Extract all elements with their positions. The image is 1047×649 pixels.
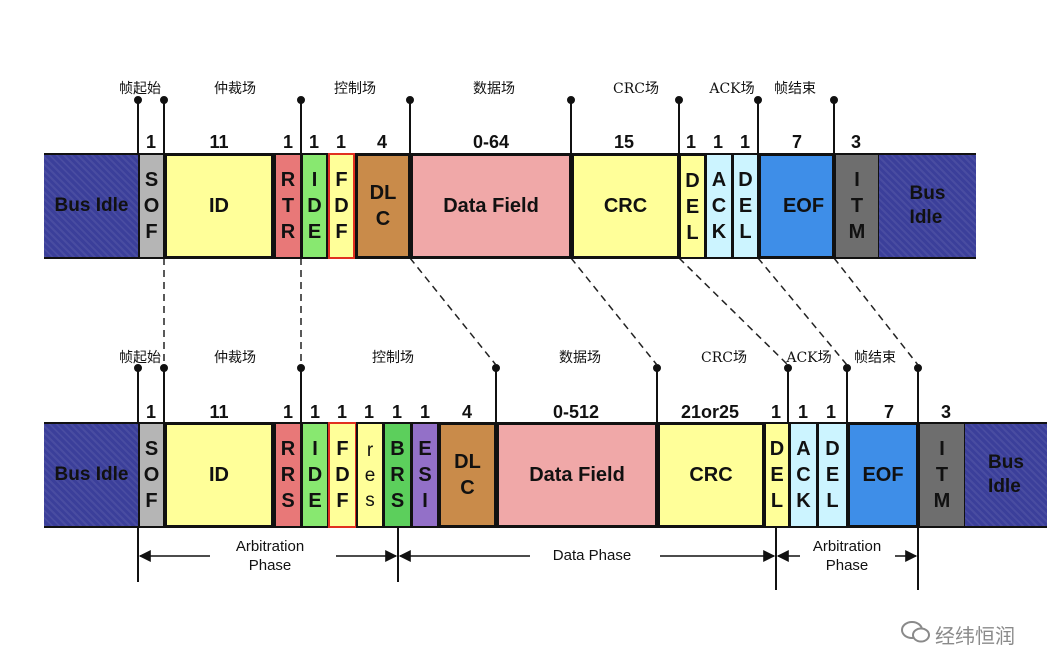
field-itm: I T M [834, 153, 880, 259]
fd-field-id: ID [164, 422, 274, 528]
bits-ack: 1 [712, 132, 724, 152]
mapping-dashed-lines [163, 257, 919, 366]
field-crc: CRC [571, 153, 680, 259]
fd-bits-id: 11 [209, 402, 229, 422]
fd-bits-crc: 21or25 [680, 402, 740, 422]
fd-bits-res: 1 [363, 402, 375, 422]
fd-bits-brs: 1 [391, 402, 403, 422]
label-data: 数据场 [473, 81, 515, 97]
bus-idle-right: Bus Idle [879, 155, 976, 257]
fd-bits-eof: 7 [883, 402, 895, 422]
label-crc: CRC场 [613, 81, 659, 97]
fd-field-data: Data Field [496, 422, 658, 528]
bits-sof: 1 [145, 132, 157, 152]
fd-label-eof: 帧结束 [854, 350, 896, 366]
fd-field-crc-delimiter: D E L [764, 422, 790, 528]
field-eof: EOF [758, 153, 835, 259]
fd-field-ack: A C K [789, 422, 818, 528]
fd-label-arbitration: 仲裁场 [214, 350, 256, 366]
fd-bits-crc-del: 1 [770, 402, 782, 422]
label-eof: 帧结束 [774, 81, 816, 97]
label-control: 控制场 [334, 81, 376, 97]
fd-label-ack: ACK场 [786, 350, 832, 366]
phase-arbitration-2: Arbitration Phase [812, 537, 882, 575]
field-crc-delimiter: D E L [679, 153, 706, 259]
bits-crc-del: 1 [685, 132, 697, 152]
fd-bits-esi: 1 [419, 402, 431, 422]
fd-field-sof: S O F [138, 422, 165, 528]
field-dlc: DL C [355, 153, 411, 259]
fd-bus-idle-left: Bus Idle [44, 424, 139, 526]
fd-bits-fdf: 1 [336, 402, 348, 422]
fd-bits-sof: 1 [145, 402, 157, 422]
fd-field-res: r e s [356, 422, 384, 528]
phase-arbitration-1: Arbitration Phase [235, 537, 305, 575]
fd-label-data: 数据场 [559, 350, 601, 366]
wechat-icon [901, 621, 930, 643]
label-sof: 帧起始 [119, 81, 161, 97]
fd-field-ide: I D E [301, 422, 329, 528]
bits-id: 11 [209, 132, 229, 152]
fd-bits-ide: 1 [309, 402, 321, 422]
fd-bits-itm: 3 [940, 402, 952, 422]
fd-field-ack-delimiter: D E L [817, 422, 848, 528]
fd-field-crc: CRC [657, 422, 765, 528]
fd-bus-idle-right: Bus Idle [965, 424, 1047, 526]
bits-fdf: 1 [335, 132, 347, 152]
fd-field-dlc: DL C [438, 422, 497, 528]
field-sof: S O F [138, 153, 165, 259]
fd-field-esi: E S I [411, 422, 439, 528]
field-data: Data Field [410, 153, 572, 259]
bits-dlc: 4 [376, 132, 388, 152]
bits-ack-del: 1 [739, 132, 751, 152]
phase-boundaries [137, 528, 919, 590]
label-arbitration: 仲裁场 [214, 81, 256, 97]
fd-field-rrs: R R S [274, 422, 302, 528]
field-id: ID [164, 153, 274, 259]
bottom-tick-lines [134, 364, 922, 425]
bits-data: 0-64 [472, 132, 510, 152]
fd-bits-ack-del: 1 [825, 402, 837, 422]
fd-field-fdf: F D F [328, 422, 357, 528]
field-ack: A C K [705, 153, 733, 259]
bits-crc: 15 [613, 132, 635, 152]
fd-label-sof: 帧起始 [119, 350, 161, 366]
fd-label-crc: CRC场 [701, 350, 747, 366]
field-ack-delimiter: D E L [732, 153, 759, 259]
fd-bits-ack: 1 [797, 402, 809, 422]
fd-bits-dlc: 4 [461, 402, 473, 422]
top-tick-lines [134, 96, 838, 155]
bits-rtr: 1 [282, 132, 294, 152]
watermark-text: 经纬恒润 [935, 624, 1015, 648]
bits-ide: 1 [308, 132, 320, 152]
fd-field-itm: I T M [918, 422, 966, 528]
label-ack: ACK场 [709, 81, 755, 97]
field-fdf: F D F [328, 153, 355, 259]
bits-itm: 3 [850, 132, 862, 152]
fd-bits-data: 0-512 [552, 402, 600, 422]
fd-label-control: 控制场 [372, 350, 414, 366]
field-ide: I D E [301, 153, 328, 259]
field-rtr: R T R [274, 153, 302, 259]
fd-field-brs: B R S [383, 422, 412, 528]
fd-bits-rrs: 1 [282, 402, 294, 422]
bits-eof: 7 [791, 132, 803, 152]
fd-field-eof: EOF [847, 422, 919, 528]
phase-data: Data Phase [552, 546, 632, 565]
bus-idle-left: Bus Idle [44, 155, 139, 257]
